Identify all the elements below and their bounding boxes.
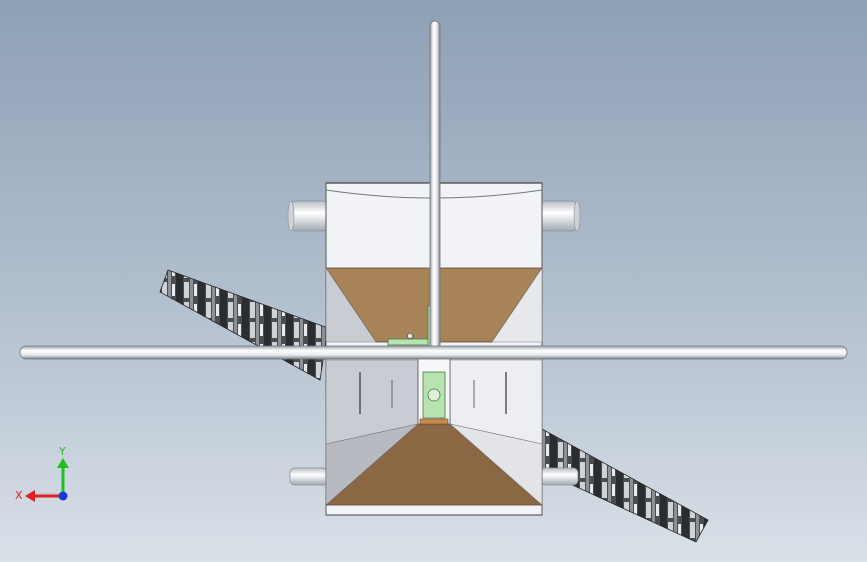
vertical-rod[interactable] xyxy=(429,20,441,360)
horizontal-rod[interactable] xyxy=(19,345,848,360)
middle-panels[interactable] xyxy=(325,359,543,445)
z-axis-dot xyxy=(58,491,68,501)
y-axis-label: Y xyxy=(58,445,66,458)
lower-hopper[interactable] xyxy=(324,423,544,516)
rotor-blade-left[interactable] xyxy=(159,269,329,381)
x-axis-label: X xyxy=(15,489,23,502)
side-pipe-top-right[interactable] xyxy=(539,200,581,232)
side-pipe-bottom-left[interactable] xyxy=(289,467,329,486)
side-pipe-top-left[interactable] xyxy=(287,200,329,232)
y-axis-arrow xyxy=(57,458,69,468)
x-axis-arrow xyxy=(25,490,35,502)
side-pipe-bottom-right[interactable] xyxy=(539,467,579,486)
axis-triad: Y X xyxy=(15,445,69,502)
